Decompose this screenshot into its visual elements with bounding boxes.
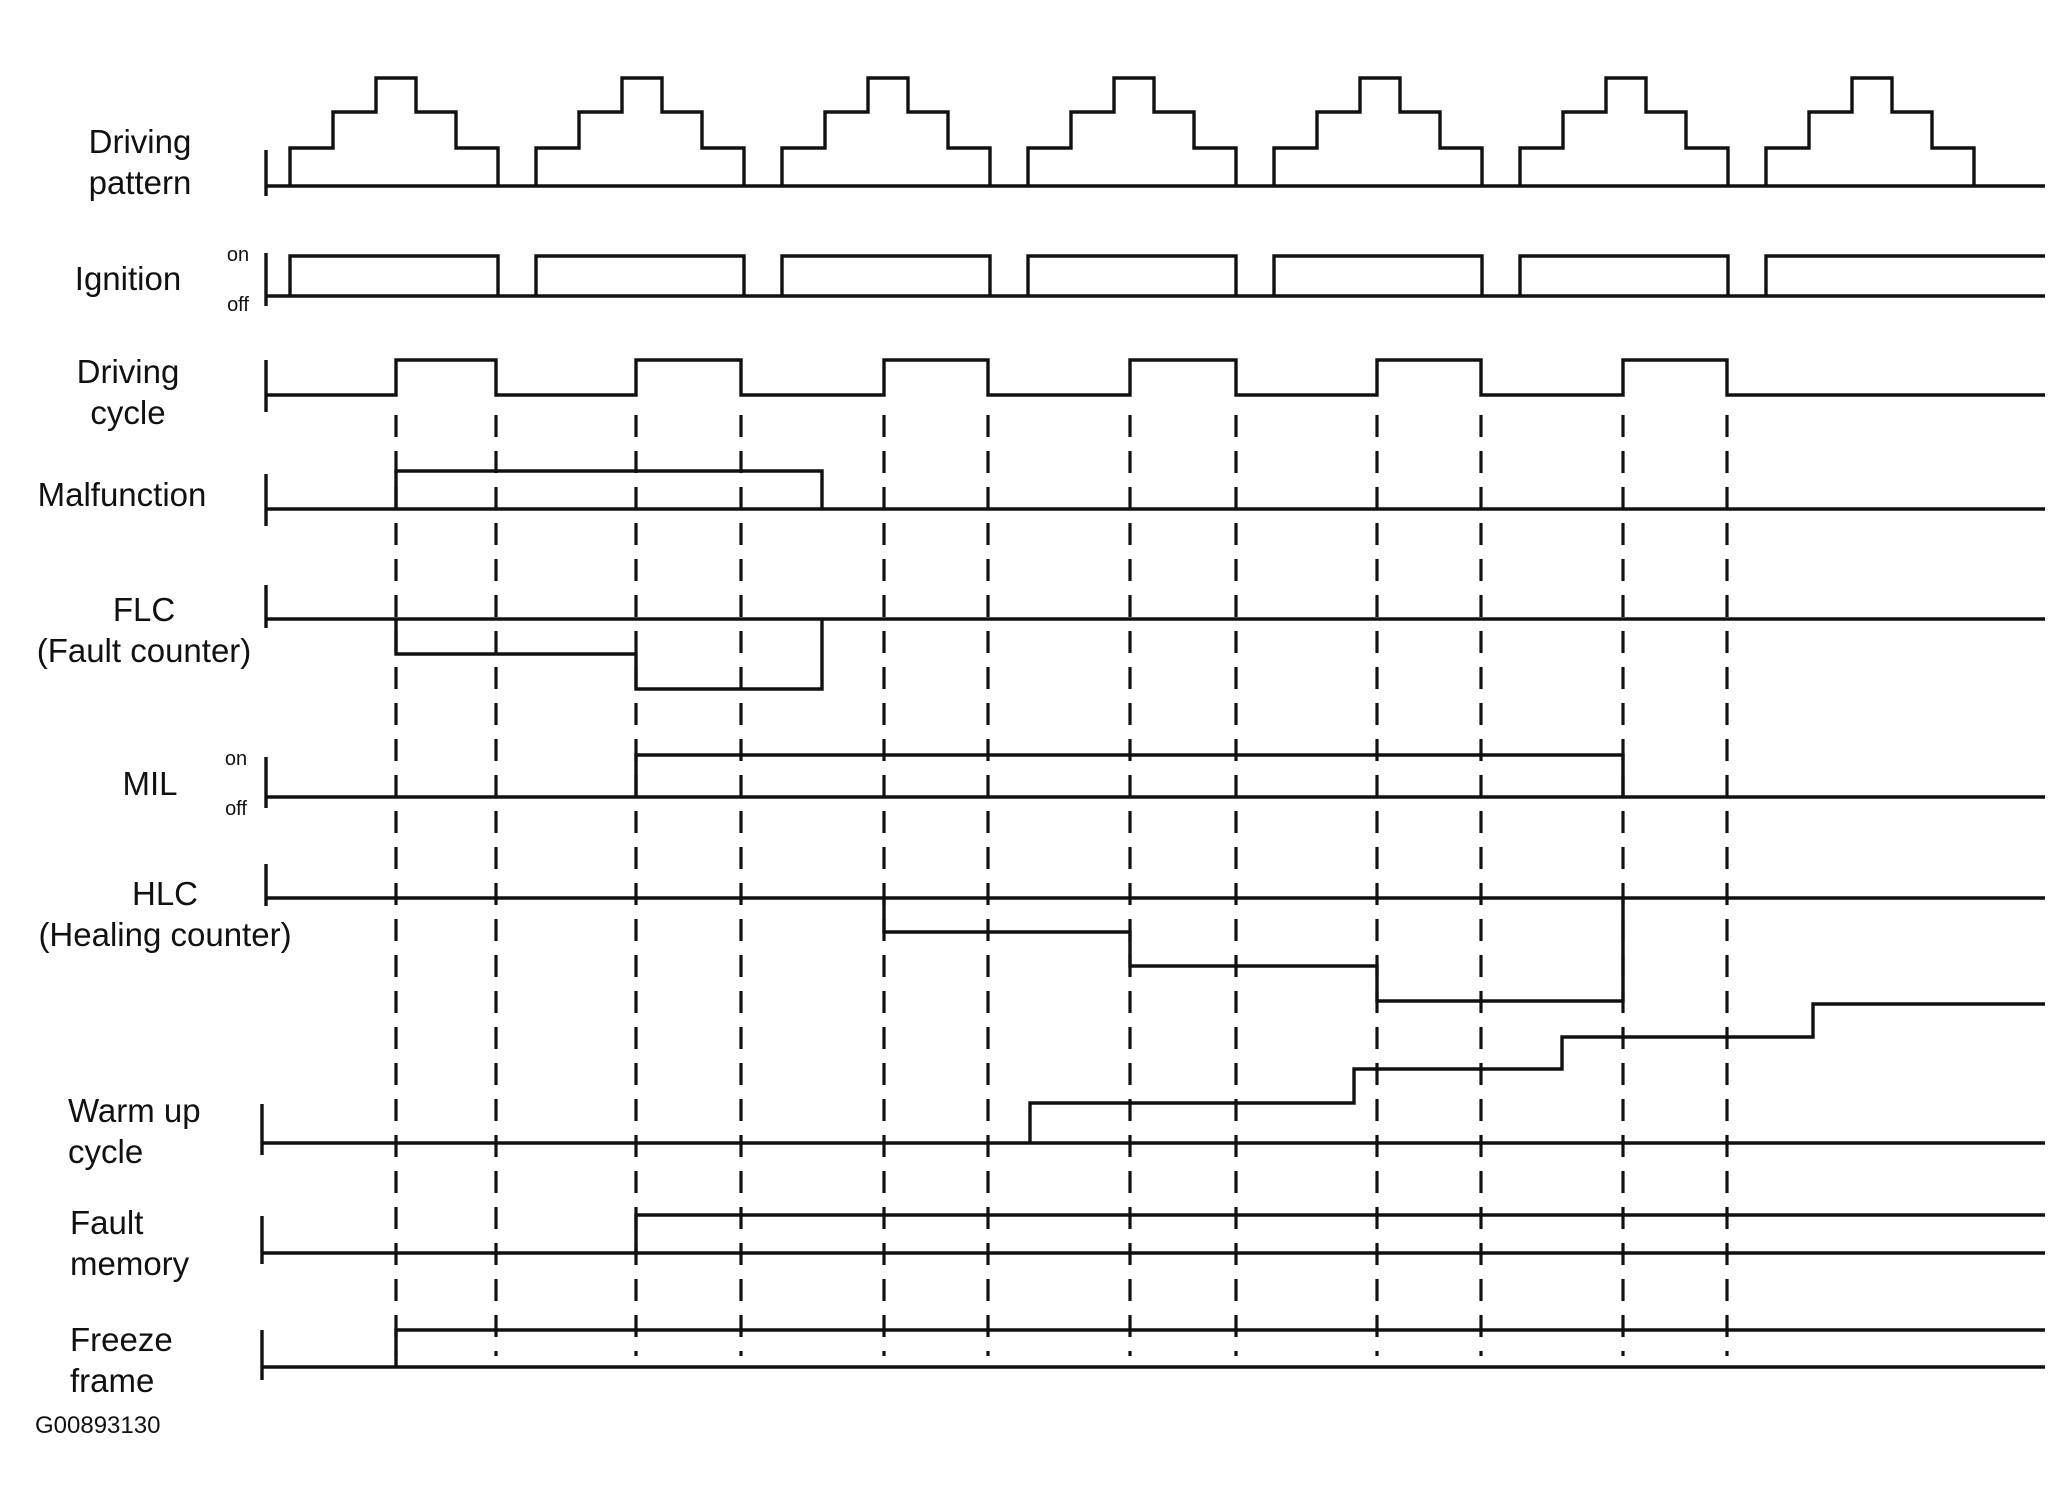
- signal-name-line: cycle: [90, 394, 165, 431]
- ignition-on-pulse: [1518, 254, 1730, 296]
- signal-label-ignition: Ignition on off: [75, 244, 250, 316]
- fault-memory-set-trace: [634, 1213, 2045, 1253]
- signal-name-text: Driving pattern: [89, 123, 192, 201]
- driving-pattern-hump: [1764, 76, 1976, 186]
- driving-cycle-trace: [266, 358, 2045, 397]
- signal-name-line: cycle: [68, 1133, 143, 1170]
- signal-name-line: Malfunction: [38, 476, 207, 513]
- signal-name-line: (Healing counter): [38, 916, 291, 953]
- driving-pattern-hump: [780, 76, 992, 186]
- driving-pattern-hump: [1272, 76, 1484, 186]
- signal-name-text: Fault memory: [70, 1204, 190, 1282]
- signal-name-line: Driving: [89, 123, 192, 160]
- signal-name-line: MIL: [122, 765, 177, 802]
- signal-name-line: Freeze: [70, 1321, 173, 1358]
- driving-pattern-hump: [1026, 76, 1238, 186]
- driving-pattern-hump: [1518, 76, 1730, 186]
- ignition-on-pulse: [1272, 254, 1484, 296]
- ignition-on-pulse: [534, 254, 746, 296]
- state-label-on: on: [225, 748, 247, 770]
- mil-on-pulse: [634, 753, 1625, 797]
- signal-name-line: Warm up: [68, 1092, 201, 1129]
- driving-pattern-hump: [288, 76, 500, 186]
- signal-name-line: HLC: [132, 875, 198, 912]
- state-label-on: on: [227, 244, 249, 266]
- state-label-off: off: [227, 294, 249, 316]
- signal-name-text: Warm up cycle: [68, 1092, 201, 1170]
- signal-name-line: Fault: [70, 1204, 143, 1241]
- signal-name-text: MIL: [122, 765, 177, 802]
- signal-name-text: Driving cycle: [77, 353, 180, 431]
- signal-label-freeze-frame: Freeze frame: [70, 1321, 173, 1399]
- signal-traces: [260, 76, 2045, 1380]
- signal-name-text: Malfunction: [38, 476, 207, 513]
- flc-step-trace: [394, 619, 824, 691]
- signal-label-fault-memory: Fault memory: [70, 1204, 190, 1282]
- signal-name-text: FLC (Fault counter): [37, 591, 252, 669]
- signal-name-line: Driving: [77, 353, 180, 390]
- freeze-frame-set-trace: [394, 1328, 2045, 1367]
- signal-name-line: frame: [70, 1362, 154, 1399]
- signal-name-text: Freeze frame: [70, 1321, 173, 1399]
- signal-name-line: memory: [70, 1245, 190, 1282]
- figure-code: G00893130: [35, 1412, 160, 1439]
- warm-up-cycle-step-trace: [1028, 1002, 2045, 1143]
- signal-label-warm-up-cycle: Warm up cycle: [68, 1092, 201, 1170]
- hlc-step-trace: [882, 898, 1625, 1003]
- signal-name-text: HLC (Healing counter): [38, 875, 291, 953]
- ignition-on-pulse: [288, 254, 500, 296]
- signal-label-mil: MIL on off: [122, 748, 247, 820]
- signal-name-line: Ignition: [75, 260, 181, 297]
- ignition-on-pulse: [1764, 254, 2045, 296]
- signal-label-flc: FLC (Fault counter): [37, 591, 252, 669]
- signal-name-text: Ignition: [75, 260, 181, 297]
- signal-label-driving-pattern: Driving pattern: [89, 123, 192, 201]
- driving-pattern-hump: [534, 76, 746, 186]
- signal-name-line: pattern: [89, 164, 192, 201]
- signal-name-line: FLC: [113, 591, 175, 628]
- signal-label-malfunction: Malfunction: [38, 476, 207, 513]
- signal-name-line: (Fault counter): [37, 632, 252, 669]
- state-label-off: off: [225, 798, 247, 820]
- cycle-guide-lines: [394, 415, 1729, 1356]
- ignition-on-pulse: [780, 254, 992, 296]
- signal-label-hlc: HLC (Healing counter): [38, 875, 291, 953]
- signal-label-driving-cycle: Driving cycle: [77, 353, 180, 431]
- malfunction-active-pulse: [394, 469, 824, 509]
- ignition-on-pulse: [1026, 254, 1238, 296]
